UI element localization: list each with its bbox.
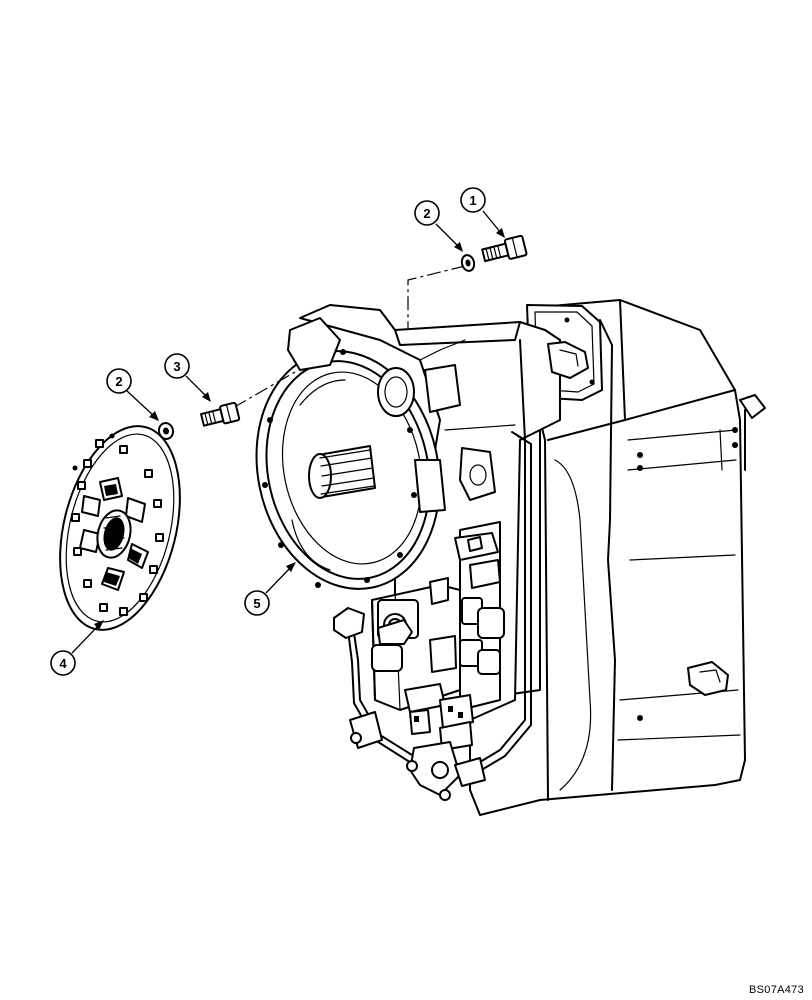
callout-label: 5	[253, 596, 260, 611]
callout-label: 1	[469, 193, 476, 208]
bolt-1	[481, 234, 528, 263]
bolt-3	[200, 401, 241, 427]
oil-lines	[333, 431, 532, 801]
assembly-centerline-upper	[407, 265, 466, 328]
washer-2-upper	[460, 254, 476, 272]
bell-housing	[255, 349, 446, 590]
drawing-code: BS07A473	[749, 984, 804, 996]
callout-3: 3	[164, 353, 211, 402]
callout-1: 1	[460, 187, 505, 238]
callout-label: 2	[423, 206, 430, 221]
callout-label: 4	[59, 656, 67, 671]
washer-2-lower	[157, 422, 175, 440]
callout-2-upper: 2	[414, 200, 463, 252]
damper-bolt-holes	[71, 433, 164, 616]
callout-5: 5	[244, 562, 296, 616]
callout-2-lower: 2	[106, 368, 159, 421]
transmission-assembly	[255, 299, 766, 816]
solenoid-valves	[454, 521, 505, 711]
damper-springs	[79, 477, 149, 591]
callout-4: 4	[50, 620, 104, 676]
damper-plate	[59, 425, 181, 631]
assembly-centerline-lower	[211, 371, 296, 421]
callout-label: 3	[173, 359, 180, 374]
callout-label: 2	[115, 374, 122, 389]
